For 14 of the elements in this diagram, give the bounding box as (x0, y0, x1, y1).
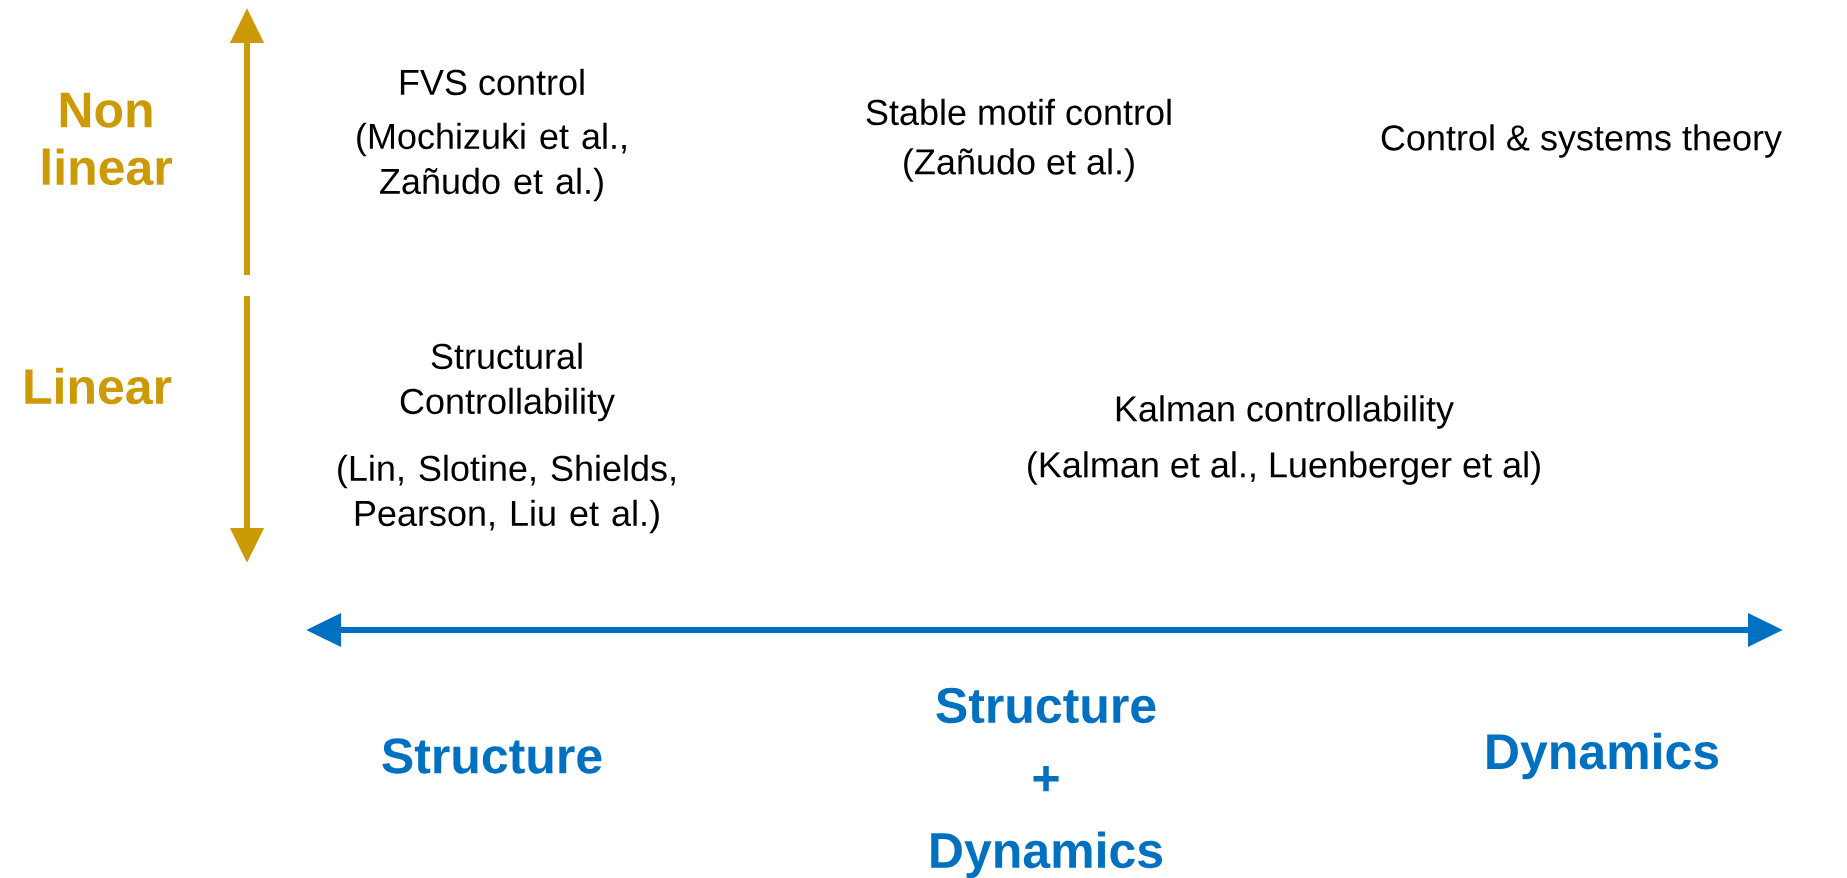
citation: (Lin, Slotine, Shields, Pearson, Liu et al.) (338, 454, 675, 534)
axis-label: Structure + Dynamics (931, 687, 1163, 878)
citation: (Zañudo et al.) (904, 148, 1134, 182)
method-name: Stable motif control (866, 98, 1171, 126)
axis-label: Structure (382, 738, 602, 774)
method-name: FVS control (400, 68, 584, 96)
method-name: Control & systems theory (1381, 124, 1782, 158)
citation: (Mochizuki et al., Zañudo et al.) (357, 122, 626, 202)
axis-label: Linear (25, 367, 172, 405)
method-name: Structural Controllability (400, 342, 615, 422)
citation: (Kalman et al., Luenberger et al) (1028, 451, 1540, 485)
axis-label: Dynamics (1487, 732, 1719, 780)
method-name: Kalman controllability (1116, 395, 1454, 429)
axis-label: Non linear (42, 92, 172, 186)
